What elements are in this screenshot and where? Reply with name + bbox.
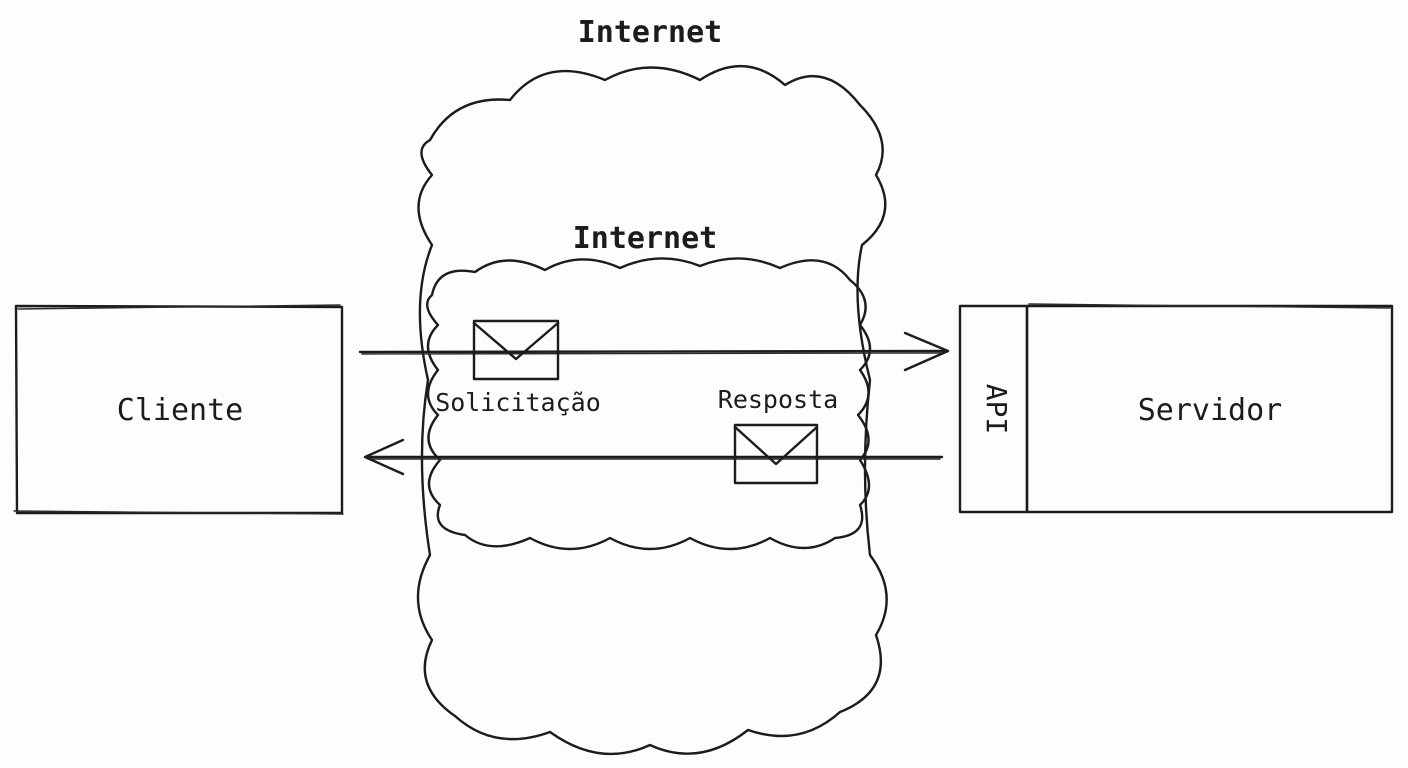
client-label: Cliente [117,393,243,428]
internet-title-inner: Internet [573,221,718,256]
envelope-icon [733,423,819,485]
request-label: Solicitação [435,388,601,417]
client-box [13,304,344,515]
internet-cloud-inner [426,257,872,551]
internet-cloud-outer [416,65,888,756]
api-strip [958,304,1029,514]
internet-title-outer: Internet [578,15,723,50]
response-label: Resposta [718,385,838,414]
server-label: Servidor [1138,393,1283,428]
request-arrow [358,331,950,372]
envelope-icon [472,319,560,381]
response-arrow [363,438,944,476]
api-label: API [980,384,1013,435]
